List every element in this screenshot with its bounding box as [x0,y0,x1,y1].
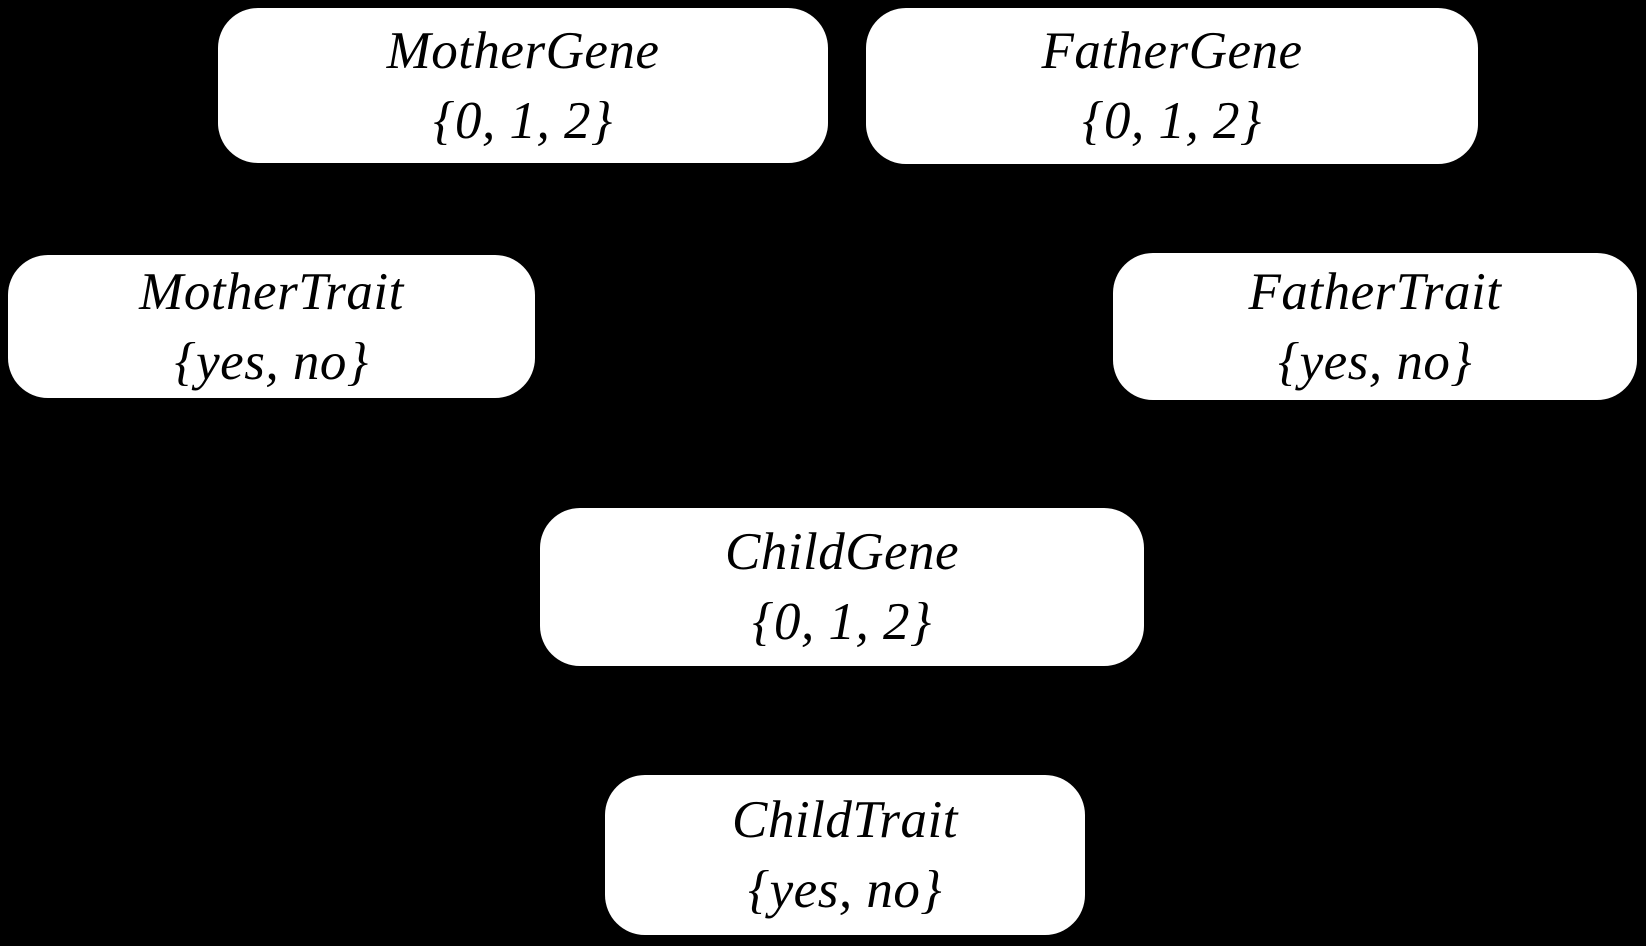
node-mother-gene-label: MotherGene [386,21,660,80]
node-father-gene-domain: {0, 1, 2} [1082,92,1262,150]
node-child-gene[interactable]: ChildGene {0, 1, 2} [540,508,1144,666]
node-father-trait[interactable]: FatherTrait {yes, no} [1113,253,1637,400]
node-father-trait-label: FatherTrait [1248,262,1502,321]
node-child-gene-domain: {0, 1, 2} [752,593,932,651]
node-child-trait[interactable]: ChildTrait {yes, no} [605,775,1085,935]
node-mother-trait-label: MotherTrait [139,262,404,321]
node-child-gene-label: ChildGene [724,523,960,581]
node-child-trait-domain: {yes, no} [747,861,943,919]
node-father-gene[interactable]: FatherGene {0, 1, 2} [866,8,1478,164]
node-father-trait-domain: {yes, no} [1277,332,1473,391]
node-mother-trait[interactable]: MotherTrait {yes, no} [8,255,535,398]
node-father-gene-label: FatherGene [1041,22,1303,80]
node-mother-gene[interactable]: MotherGene {0, 1, 2} [218,8,828,163]
node-child-trait-label: ChildTrait [732,791,958,849]
node-mother-gene-domain: {0, 1, 2} [433,91,613,150]
node-mother-trait-domain: {yes, no} [174,332,369,391]
